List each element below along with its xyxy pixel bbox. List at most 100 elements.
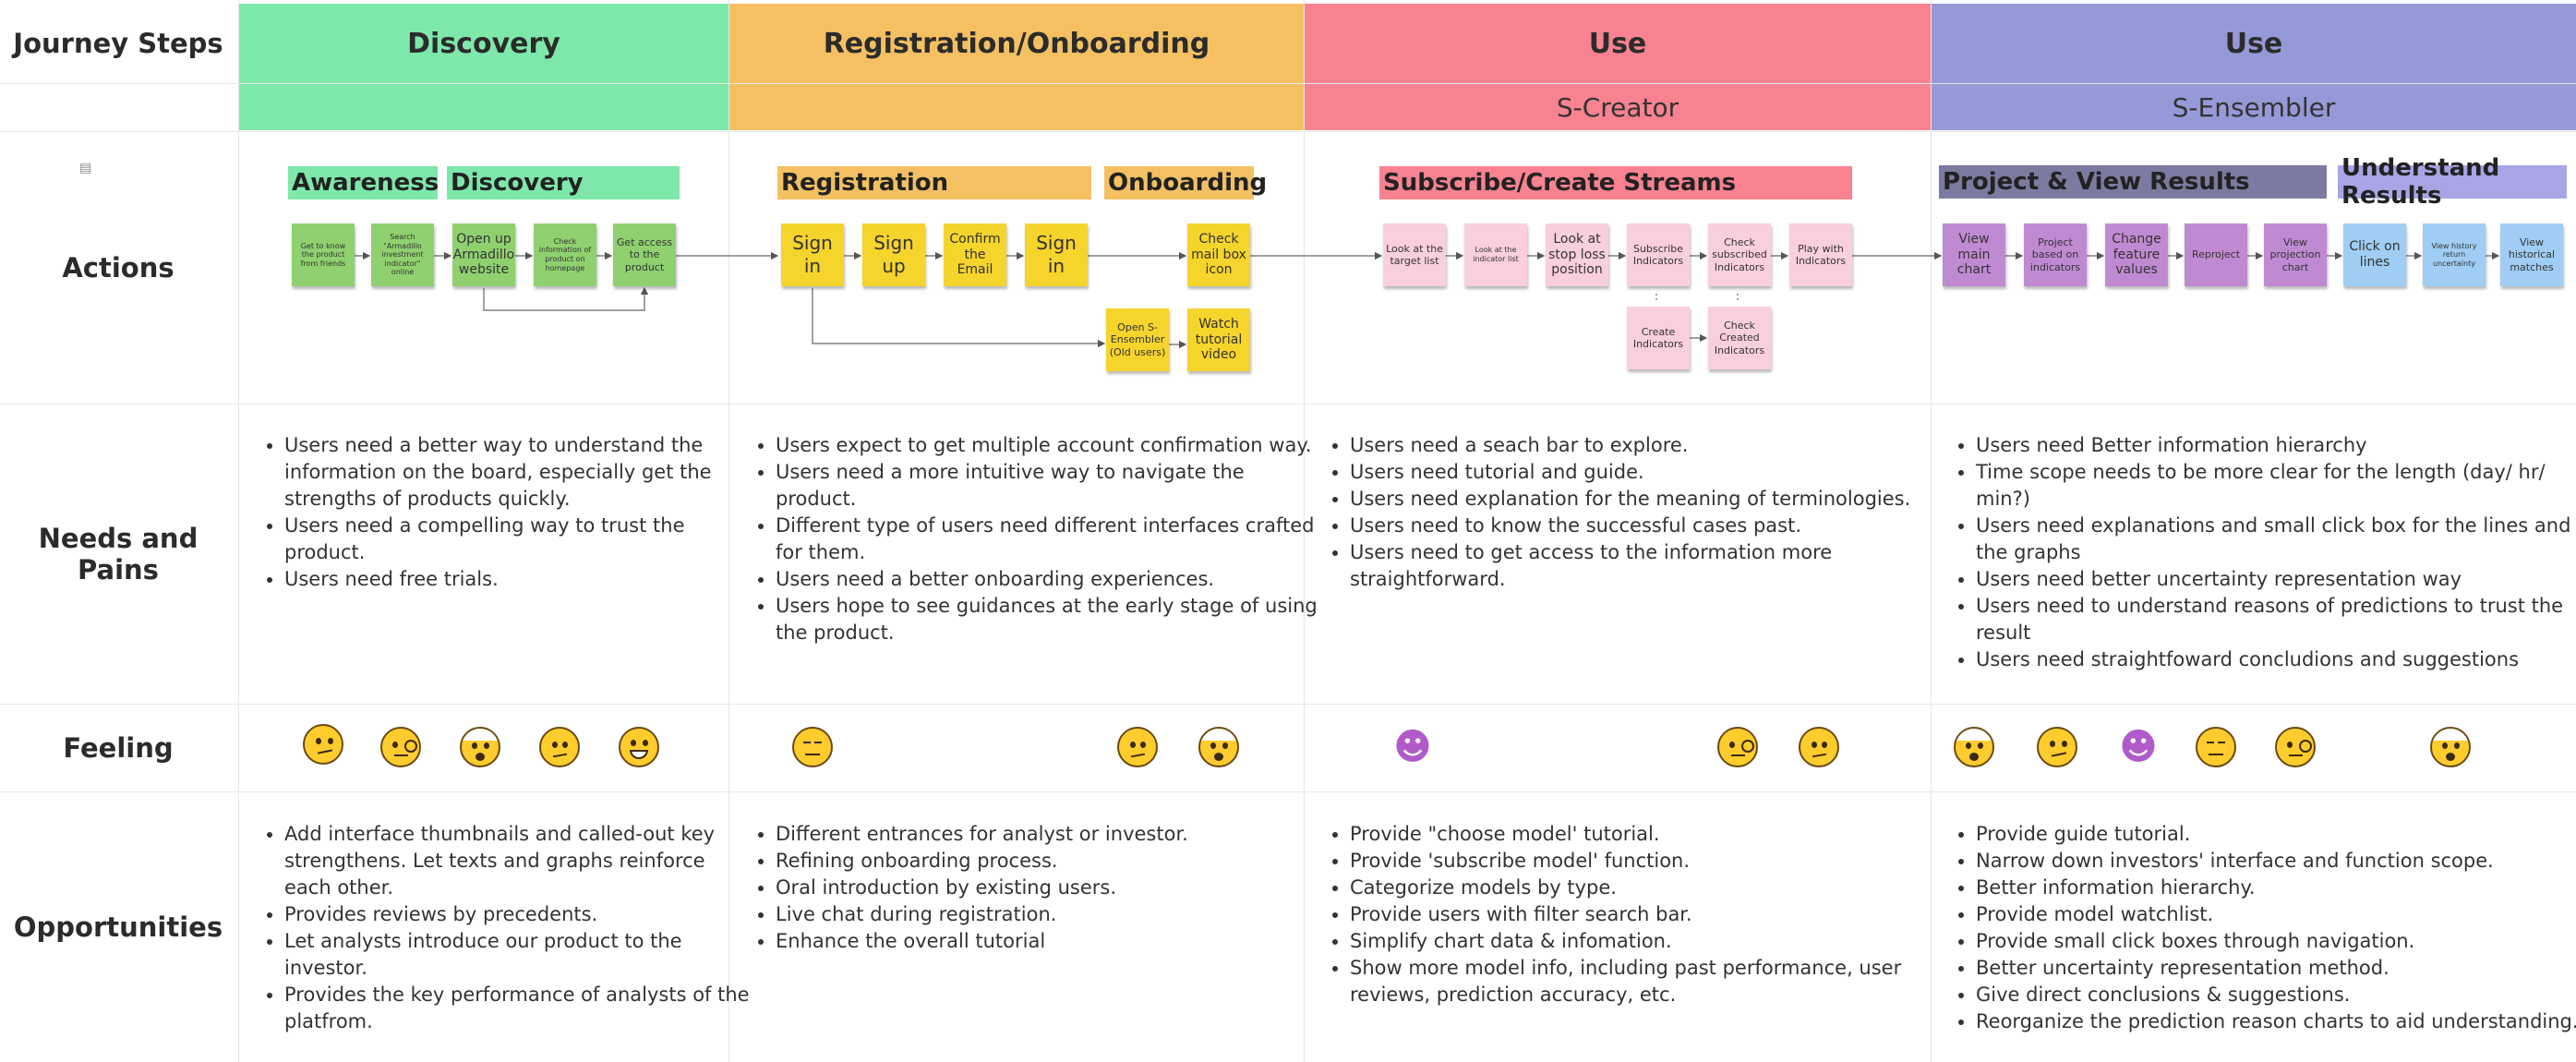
sticky-note: Sign up	[862, 223, 925, 286]
stage-registration-header-bg	[729, 4, 1304, 130]
sticky-note: View main chart	[1943, 223, 2005, 286]
confused-face-icon	[539, 727, 580, 767]
sticky-note: Project based on indicators	[2024, 223, 2087, 286]
grid-line	[0, 131, 2576, 132]
shocked-face-icon	[460, 727, 500, 767]
needs-list-discovery: Users need a better way to understand th…	[257, 432, 737, 593]
row-label-needs-and-pains: Needs and Pains	[38, 522, 199, 585]
list-item: Provide small click boxes through naviga…	[1976, 928, 2576, 955]
list-item: Users need to get access to the informat…	[1350, 539, 1950, 593]
sticky-note: Open S-Ensembler (Old users)	[1106, 308, 1169, 371]
needs-list-registration: Users expect to get multiple account con…	[748, 432, 1328, 646]
phase-awareness: Awareness	[288, 166, 439, 199]
sticky-note: Confirm the Email	[944, 223, 1006, 286]
stage-title-registration: Registration/Onboarding	[823, 27, 1210, 60]
list-item: Users need a better onboarding experienc…	[776, 566, 1328, 593]
confused-face-icon	[1117, 727, 1158, 767]
grid-line	[1931, 0, 1932, 1062]
shocked-face-icon	[2430, 727, 2471, 767]
list-item: Refining onboarding process.	[776, 848, 1328, 875]
row-label-feeling: Feeling	[63, 731, 174, 764]
list-item: Users need to know the successful cases …	[1350, 513, 1950, 539]
list-item: Users need Better information hierarchy	[1976, 432, 2576, 459]
sticky-note: Change feature values	[2105, 223, 2168, 286]
sticky-note: Play with Indicators	[1789, 223, 1852, 286]
list-item: Users need explanations and small click …	[1976, 513, 2576, 566]
list-item: Better information hierarchy.	[1976, 875, 2576, 901]
opportunities-list-discovery: Add interface thumbnails and called-out …	[257, 821, 753, 1035]
opportunities-list-creator: Provide "choose model' tutorial. Provide…	[1322, 821, 1950, 1008]
list-item: Users need free trials.	[284, 566, 737, 593]
shrugging-person-icon: ☻	[2119, 726, 2158, 768]
row-label-journey-steps: Journey Steps	[13, 28, 223, 59]
sticky-note: Watch tutorial video	[1187, 308, 1250, 371]
sticky-note: Check mail box icon	[1187, 223, 1250, 286]
sticky-note: Click on lines	[2343, 223, 2406, 286]
stage-title-use-ensembler: Use	[2224, 27, 2283, 60]
list-item: Narrow down investors' interface and fun…	[1976, 848, 2576, 875]
list-item: Show more model info, including past per…	[1350, 955, 1950, 1008]
stage-use-creator-header-bg	[1305, 4, 1931, 130]
list-item: Provides the key performance of analysts…	[284, 982, 753, 1035]
list-item: Users hope to see guidances at the early…	[776, 593, 1328, 646]
grinning-face-icon	[619, 727, 659, 767]
list-item: Users need explanation for the meaning o…	[1350, 486, 1950, 513]
opportunities-list-registration: Different entrances for analyst or inves…	[748, 821, 1328, 955]
shocked-face-icon	[1954, 727, 1994, 767]
phase-understand-results: Understand Results	[2338, 154, 2567, 210]
face-with-monocle-icon	[1717, 727, 1758, 767]
sticky-note: Sign in	[781, 223, 844, 286]
sticky-note: Get access to the product	[613, 223, 676, 286]
list-item: Enhance the overall tutorial	[776, 928, 1328, 955]
stage-discovery-header-bg	[239, 4, 728, 130]
face-with-monocle-icon	[380, 727, 421, 767]
list-item: Simplify chart data & infomation.	[1350, 928, 1950, 955]
confused-face-icon	[1799, 727, 1839, 767]
opportunities-list-ensembler: Provide guide tutorial. Narrow down inve…	[1948, 821, 2576, 1035]
sticky-note: Check Created Indicators	[1708, 307, 1771, 369]
grid-line	[238, 0, 239, 1062]
grid-line	[1304, 0, 1305, 1062]
phase-registration: Registration	[777, 166, 1091, 199]
list-item: Different entrances for analyst or inves…	[776, 821, 1328, 848]
list-item: Provide guide tutorial.	[1976, 821, 2576, 848]
sticky-note: View projection chart	[2264, 223, 2327, 286]
sticky-note: Sign in	[1025, 223, 1088, 286]
sticky-note: Create Indicators	[1627, 307, 1690, 369]
sticky-note: Look at the indicator list	[1464, 223, 1527, 286]
list-item: Add interface thumbnails and called-out …	[284, 821, 753, 901]
list-item: Let analysts introduce our product to th…	[284, 928, 753, 982]
stage-subtitle-ensembler: S-Ensembler	[2172, 91, 2336, 123]
list-item: Users need a compelling way to trust the…	[284, 513, 737, 566]
sticky-note: Subscribe Indicators	[1627, 223, 1690, 286]
list-item: Provide 'subscribe model' function.	[1350, 848, 1950, 875]
grid-line	[0, 791, 2576, 792]
list-item: Provide model watchlist.	[1976, 901, 2576, 928]
list-item: Users need tutorial and guide.	[1350, 459, 1950, 486]
list-item: Users need a better way to understand th…	[284, 432, 737, 513]
list-item: Provide "choose model' tutorial.	[1350, 821, 1950, 848]
list-item: Time scope needs to be more clear for th…	[1976, 459, 2576, 513]
stage-title-discovery: Discovery	[407, 27, 560, 60]
stage-title-use-creator: Use	[1588, 27, 1647, 60]
list-item: Categorize models by type.	[1350, 875, 1950, 901]
shocked-face-icon	[1198, 727, 1239, 767]
sticky-note: View history return uncertainty	[2423, 223, 2486, 286]
list-item: Users need better uncertainty representa…	[1976, 566, 2576, 593]
list-item: Users need a more intuitive way to navig…	[776, 459, 1328, 513]
list-item: Users need straightfoward concludions an…	[1976, 646, 2576, 673]
list-item: Oral introduction by existing users.	[776, 875, 1328, 901]
phase-onboarding: Onboarding	[1104, 166, 1267, 199]
sticky-note: Check subscribed Indicators	[1708, 223, 1771, 286]
expressionless-face-icon	[792, 727, 833, 767]
sticky-note: Get to know the product from friends	[292, 223, 355, 286]
shrugging-person-icon: ☻	[1393, 726, 1432, 768]
sticky-note: Reproject	[2185, 223, 2247, 286]
list-item: Provide users with filter search bar.	[1350, 901, 1950, 928]
list-item: Provides reviews by precedents.	[284, 901, 753, 928]
sticky-note: Open up Armadillo website	[452, 223, 515, 286]
sticky-note: View historical matches	[2500, 223, 2563, 286]
face-with-monocle-icon	[2275, 727, 2316, 767]
stage-subtitle-creator: S-Creator	[1556, 91, 1679, 123]
